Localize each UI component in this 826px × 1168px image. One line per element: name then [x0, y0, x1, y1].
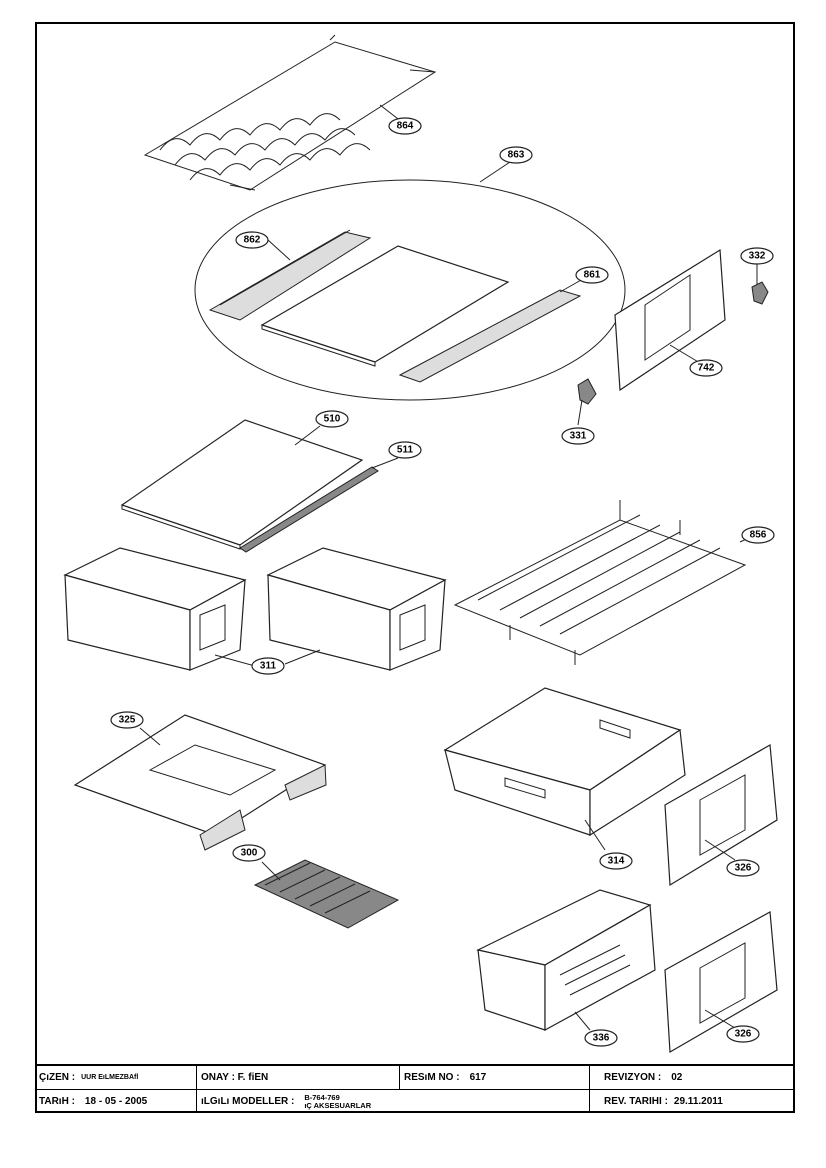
- approved-label: ONAY : F. fiEN: [201, 1072, 269, 1083]
- part-856-wire-shelf: [453, 500, 747, 665]
- callout-863-label: 863: [508, 150, 525, 161]
- exploded-parts-drawing: 864 863 862 861 332 742 331 510 511 856 …: [63, 34, 778, 1054]
- part-311-bin-right: [266, 547, 447, 671]
- drawing-no-cell: RESıM NO : 617: [400, 1066, 590, 1089]
- callout-314-label: 314: [608, 856, 625, 867]
- callout-336-label: 336: [593, 1033, 610, 1044]
- part-311-bin-left: [63, 547, 247, 671]
- drawn-by-label: ÇıZEN :: [39, 1072, 76, 1083]
- callout-864-label: 864: [397, 121, 414, 132]
- drawing-sheet-border: [35, 22, 795, 1113]
- part-511-profile-strip: [239, 466, 379, 553]
- callout-862-label: 862: [244, 235, 261, 246]
- callout-314: 314: [599, 852, 633, 870]
- date-label: TARıH :: [39, 1096, 75, 1107]
- drawn-by-cell: ÇıZEN : UUR EıLMEZBAfl: [35, 1066, 197, 1089]
- part-300-egg-holder: [253, 859, 400, 929]
- rev-date-cell: REV. TARIHI : 29.11.2011: [590, 1090, 795, 1113]
- title-block-row-2: TARıH : 18 - 05 - 2005 ıLGıLı MODELLER :…: [35, 1090, 795, 1113]
- part-742-cover: [614, 248, 726, 392]
- callout-326-lower: 326: [726, 1025, 760, 1043]
- part-326-cover-upper: [664, 744, 778, 887]
- callout-511-label: 511: [397, 445, 414, 456]
- callout-742-label: 742: [698, 363, 715, 374]
- callout-510: 510: [315, 410, 349, 428]
- callout-300: 300: [232, 844, 266, 862]
- models-cell: ıLGıLı MODELLER : B-764-769 ıÇ AKSESUARL…: [197, 1090, 590, 1113]
- callout-511: 511: [388, 441, 422, 459]
- callout-311-label: 311: [260, 661, 277, 672]
- part-314-drawer: [443, 687, 686, 837]
- revision-value: 02: [671, 1072, 683, 1083]
- date-value: 18 - 05 - 2005: [84, 1096, 148, 1107]
- part-863-glass-shelf-assembly: [194, 161, 626, 401]
- drawn-by-value: UUR EıLMEZBAfl: [81, 1074, 139, 1081]
- models-value-2: ıÇ AKSESUARLAR: [304, 1100, 372, 1110]
- part-331-hinge: [577, 378, 597, 405]
- callout-742: 742: [689, 359, 723, 377]
- part-332-hinge: [751, 281, 769, 305]
- callout-856: 856: [741, 526, 775, 544]
- callout-325: 325: [110, 711, 144, 729]
- callout-311: 311: [251, 657, 285, 675]
- part-864-bottle-rack: [143, 34, 437, 191]
- callout-336: 336: [584, 1029, 618, 1047]
- part-325-tray-frame: [73, 714, 327, 851]
- callout-861: 861: [575, 266, 609, 284]
- callout-863: 863: [499, 146, 533, 164]
- callout-332-label: 332: [749, 251, 766, 262]
- models-value-1: B-764-769: [304, 1092, 340, 1102]
- callout-861-label: 861: [584, 270, 601, 281]
- approved-cell: ONAY : F. fiEN: [197, 1066, 400, 1089]
- part-336-drawer: [476, 889, 656, 1032]
- drawing-no-label: RESıM NO :: [404, 1072, 460, 1083]
- callout-510-label: 510: [324, 414, 341, 425]
- title-block-row-1: ÇıZEN : UUR EıLMEZBAfl ONAY : F. fiEN RE…: [35, 1066, 795, 1090]
- callout-332: 332: [740, 247, 774, 265]
- leader-lines: [139, 104, 758, 1031]
- callout-856-label: 856: [750, 530, 767, 541]
- title-block: ÇıZEN : UUR EıLMEZBAfl ONAY : F. fiEN RE…: [35, 1064, 795, 1113]
- callout-325-label: 325: [119, 715, 136, 726]
- rev-date-value: 29.11.2011: [673, 1096, 723, 1107]
- drawing-no-value: 617: [469, 1072, 487, 1083]
- revision-label: REVIZYON :: [604, 1072, 662, 1083]
- callout-326-lower-label: 326: [735, 1029, 752, 1040]
- part-510-glass-plate: [120, 419, 364, 550]
- rev-date-label: REV. TARIHI :: [604, 1096, 668, 1107]
- revision-cell: REVIZYON : 02: [590, 1066, 795, 1089]
- date-cell: TARıH : 18 - 05 - 2005: [35, 1090, 197, 1113]
- callout-331: 331: [561, 427, 595, 445]
- models-label: ıLGıLı MODELLER :: [201, 1096, 295, 1107]
- callout-300-label: 300: [241, 848, 258, 859]
- callout-862: 862: [235, 231, 269, 249]
- callout-326-upper: 326: [726, 859, 760, 877]
- callout-331-label: 331: [570, 431, 587, 442]
- part-326-cover-lower: [664, 911, 778, 1054]
- callout-864: 864: [388, 117, 422, 135]
- callout-326-upper-label: 326: [735, 863, 752, 874]
